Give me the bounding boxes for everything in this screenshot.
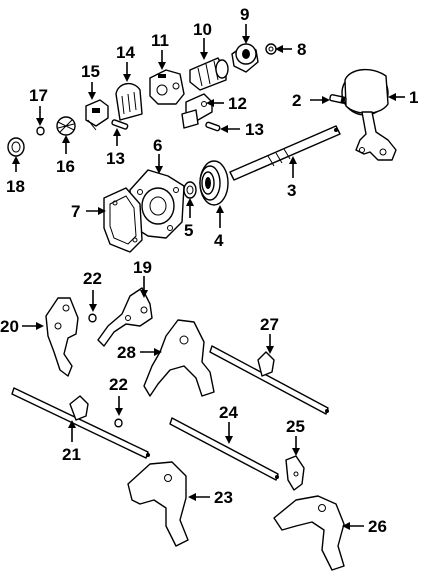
callout-2: 2 <box>292 91 330 110</box>
callout-16-label: 16 <box>56 157 75 176</box>
part-14-plate <box>115 83 143 121</box>
part-24-shift-rail <box>169 417 279 481</box>
part-1-shift-lever-housing <box>341 69 397 161</box>
part-6-housing-cover <box>129 169 185 239</box>
callout-13b: 13 <box>106 128 125 168</box>
callout-27-label: 27 <box>260 315 279 334</box>
part-25-bracket <box>285 455 305 491</box>
callout-26: 26 <box>342 517 387 536</box>
callout-25-label: 25 <box>286 417 305 436</box>
callout-10-label: 10 <box>193 20 212 39</box>
part-13-pin-b <box>111 119 129 130</box>
part-10-boot <box>189 57 229 91</box>
callout-2-label: 2 <box>292 91 301 110</box>
callout-14: 14 <box>116 43 135 82</box>
callout-4-label: 4 <box>214 231 224 250</box>
callout-20-label: 20 <box>0 317 19 336</box>
callout-13a-label: 13 <box>245 120 264 139</box>
callout-3-label: 3 <box>287 181 296 200</box>
part-2-pin <box>329 94 347 104</box>
callout-5: 5 <box>184 198 194 240</box>
callout-17: 17 <box>29 86 48 126</box>
callout-23: 23 <box>188 488 233 507</box>
part-19-shift-lever <box>97 287 153 347</box>
callout-8-label: 8 <box>297 40 306 59</box>
part-27-shift-rail <box>209 345 329 415</box>
part-23-shift-fork <box>127 461 189 547</box>
callout-23-label: 23 <box>214 488 233 507</box>
part-13-pin-a <box>205 121 221 132</box>
callout-22b: 22 <box>109 375 128 416</box>
callout-6: 6 <box>153 136 163 174</box>
part-21-shift-rail <box>11 387 150 459</box>
callout-19: 19 <box>133 258 152 298</box>
callout-1: 1 <box>388 88 418 107</box>
callout-18: 18 <box>6 156 25 196</box>
callout-21-label: 21 <box>62 445 81 464</box>
callout-11: 11 <box>151 31 169 70</box>
part-9-bushing <box>231 43 259 73</box>
callout-25: 25 <box>286 417 305 456</box>
callout-8: 8 <box>275 40 306 59</box>
part-22-clip-a <box>88 313 97 323</box>
part-17-clip <box>36 126 45 136</box>
callout-26-label: 26 <box>368 517 387 536</box>
callout-28-label: 28 <box>117 343 136 362</box>
callout-3: 3 <box>287 156 297 200</box>
callout-17-label: 17 <box>29 86 48 105</box>
callout-9: 9 <box>240 5 250 44</box>
part-8-snap-ring <box>265 43 277 55</box>
callout-11-label: 11 <box>151 31 169 50</box>
part-7-gasket <box>103 187 143 253</box>
callout-22a-label: 22 <box>83 269 102 288</box>
callout-28: 28 <box>117 343 162 362</box>
callout-5-label: 5 <box>184 221 193 240</box>
callout-16: 16 <box>56 135 75 176</box>
callout-13b-label: 13 <box>106 149 125 168</box>
callout-6-label: 6 <box>153 136 162 155</box>
callout-13a: 13 <box>220 120 264 139</box>
callout-15-label: 15 <box>81 62 100 81</box>
callout-15: 15 <box>81 62 100 100</box>
callout-22b-label: 22 <box>109 375 128 394</box>
callout-1-label: 1 <box>409 88 418 107</box>
part-16-spring <box>56 116 76 136</box>
callout-9-label: 9 <box>240 5 249 24</box>
callout-20: 20 <box>0 317 44 336</box>
callout-18-label: 18 <box>6 177 25 196</box>
part-5-ring <box>183 181 197 199</box>
part-4-seal <box>199 160 229 206</box>
callout-7-label: 7 <box>71 202 80 221</box>
part-18-cap <box>7 137 25 157</box>
callout-12-label: 12 <box>228 94 247 113</box>
callout-22a: 22 <box>83 269 102 312</box>
callout-24-label: 24 <box>219 403 238 422</box>
part-12-clamp <box>181 93 213 129</box>
part-26-shift-fork <box>273 495 345 571</box>
callout-4: 4 <box>214 205 224 250</box>
callout-14-label: 14 <box>116 43 135 62</box>
part-22-clip-b <box>114 418 123 428</box>
callout-21: 21 <box>62 420 81 464</box>
callout-27: 27 <box>260 315 279 354</box>
callout-10: 10 <box>193 20 212 60</box>
part-15-interlock <box>85 99 109 131</box>
callout-19-label: 19 <box>133 258 152 277</box>
part-3-shift-shaft <box>229 125 341 181</box>
callout-12: 12 <box>206 94 247 113</box>
part-20-shift-lever <box>45 297 79 377</box>
part-11-bracket <box>149 69 185 105</box>
part-28-shift-fork <box>143 319 215 397</box>
callout-7: 7 <box>71 202 106 221</box>
callout-24: 24 <box>219 403 238 444</box>
